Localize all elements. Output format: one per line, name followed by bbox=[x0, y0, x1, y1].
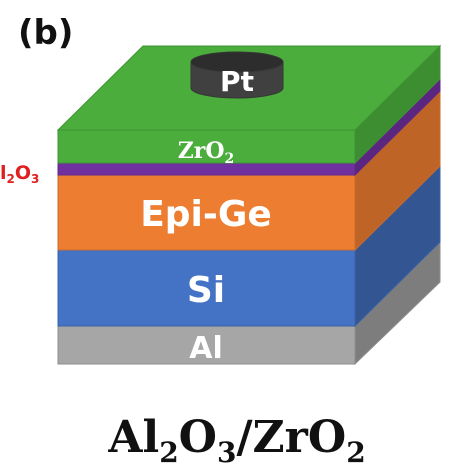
al2o3-layer-label: l2O3 bbox=[0, 162, 39, 186]
zro2-layer: ZrO2 bbox=[56, 44, 442, 167]
zro2-layer-label: ZrO2 bbox=[178, 138, 235, 167]
si-layer: Si bbox=[57, 164, 441, 328]
caption: Al2O3/ZrO2 bbox=[107, 412, 365, 469]
pt-electrode-top bbox=[190, 51, 284, 73]
epi-ge-layer-label: Epi-Ge bbox=[140, 194, 272, 235]
epi-ge-layer: Epi-Ge bbox=[57, 89, 441, 252]
al-layer: Al bbox=[57, 240, 441, 366]
pt-electrode-label: Pt bbox=[220, 65, 254, 98]
panel-label: (b) bbox=[18, 13, 73, 53]
al2o3-layer: l2O3 bbox=[0, 77, 441, 186]
pt-electrode: Pt bbox=[190, 51, 284, 99]
al2o3-layer-front bbox=[57, 162, 356, 176]
si-layer-label: Si bbox=[187, 270, 225, 311]
al-layer-label: Al bbox=[189, 331, 223, 366]
